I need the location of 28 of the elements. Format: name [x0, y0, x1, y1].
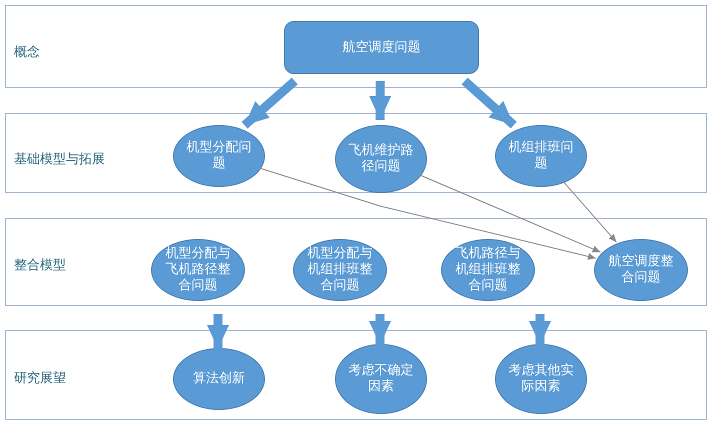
- row-band: [5, 113, 707, 193]
- block-arrow: [369, 314, 391, 345]
- block-arrow: [242, 78, 298, 129]
- topic-ellipse: 算法创新: [173, 348, 265, 410]
- arrow: [259, 168, 596, 260]
- row-label: 基础模型与拓展: [14, 151, 105, 168]
- topic-ellipse: 机型分配问题: [173, 125, 265, 187]
- row-label: 概念: [14, 44, 40, 61]
- topic-ellipse: 机组排班问题: [495, 125, 587, 187]
- row-label: 整合模型: [14, 257, 66, 274]
- row-band: [5, 330, 707, 420]
- topic-ellipse: 飞机维护路径问题: [335, 125, 427, 193]
- row-label: 研究展望: [14, 370, 66, 387]
- topic-ellipse: 飞机路径与机组排班整合问题: [441, 239, 535, 301]
- topic-ellipse: 考虑不确定因素: [335, 344, 427, 414]
- topic-ellipse: 航空调度整合问题: [594, 239, 688, 301]
- topic-ellipse: 机型分配与飞机路径整合问题: [151, 239, 245, 301]
- arrow: [419, 174, 602, 253]
- process-box: 航空调度问题: [284, 21, 479, 74]
- topic-ellipse: 考虑其他实际因素: [495, 344, 587, 414]
- block-arrow: [207, 314, 229, 349]
- block-arrow: [529, 314, 551, 345]
- row-band: [5, 218, 707, 306]
- block-arrow: [462, 78, 517, 128]
- topic-ellipse: 机型分配与机组排班整合问题: [293, 239, 387, 301]
- arrow: [562, 181, 617, 243]
- block-arrow: [369, 80, 392, 120]
- row-band: [5, 5, 707, 88]
